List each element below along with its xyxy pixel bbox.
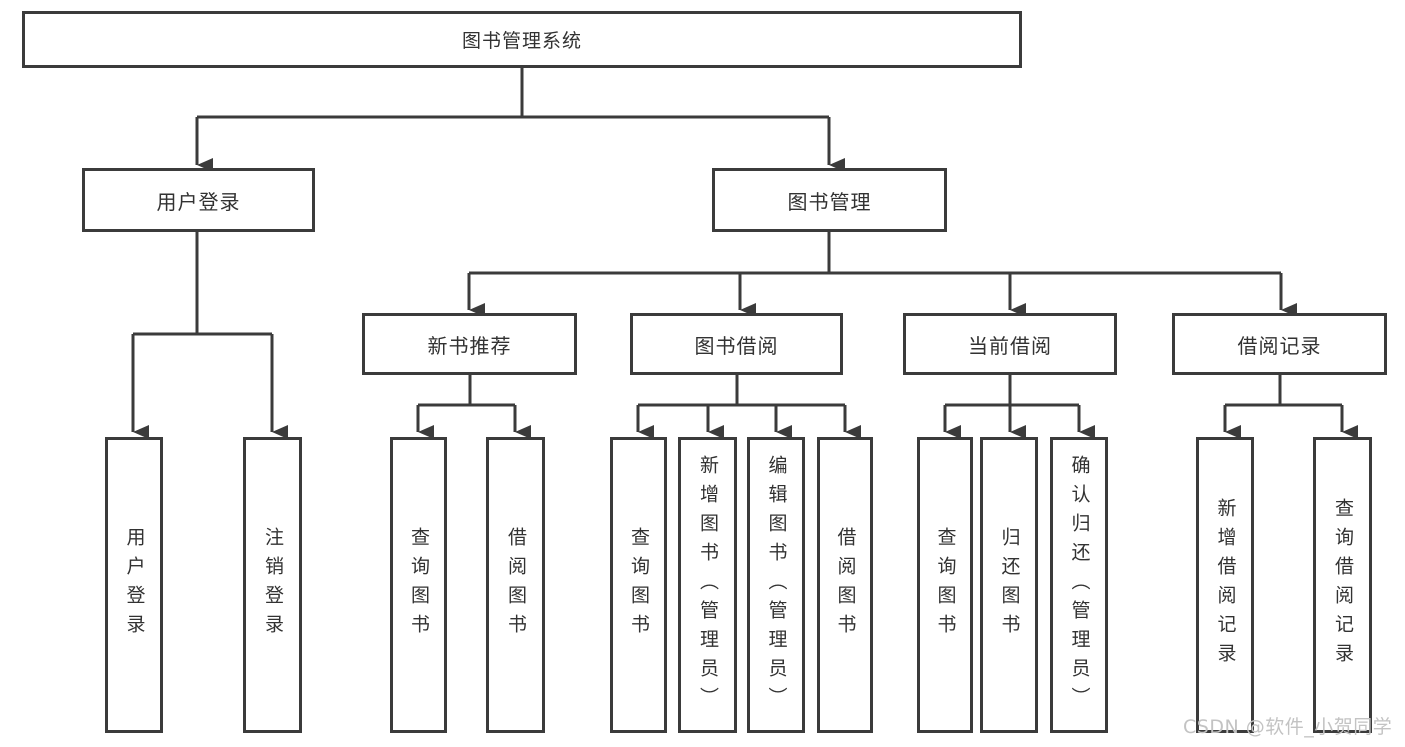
node-leaf-user-login: 用户登录 (105, 437, 163, 733)
node-label: 注销登录 (262, 527, 284, 643)
node-leaf-borrow-books-recommend: 借阅图书 (486, 437, 545, 733)
node-label: 新增借阅记录 (1214, 498, 1237, 672)
node-label: 查询借阅记录 (1332, 498, 1354, 672)
node-book-borrowing: 图书借阅 (630, 313, 843, 375)
node-label: 用户登录 (156, 189, 241, 214)
node-user-login-group: 用户登录 (82, 168, 315, 232)
node-borrowing-records: 借阅记录 (1172, 313, 1387, 375)
node-label: 归还图书 (998, 527, 1021, 643)
node-label: 图书借阅 (694, 333, 779, 358)
node-label: 编辑图书（管理员） (765, 454, 788, 716)
node-leaf-edit-books-admin: 编辑图书（管理员） (747, 437, 805, 733)
node-label: 查询图书 (934, 527, 957, 643)
node-leaf-borrow-books-borrowing: 借阅图书 (817, 437, 873, 733)
node-label: 用户登录 (123, 527, 146, 643)
node-leaf-query-books-current: 查询图书 (917, 437, 973, 733)
node-label: 新增图书（管理员） (697, 454, 719, 716)
node-leaf-return-books: 归还图书 (980, 437, 1038, 733)
node-label: 确认归还（管理员） (1068, 454, 1091, 716)
node-label: 借阅图书 (834, 527, 857, 643)
node-book-management-group: 图书管理 (712, 168, 947, 232)
node-leaf-query-borrow-record: 查询借阅记录 (1313, 437, 1372, 733)
node-label: 查询图书 (408, 527, 430, 643)
node-label: 新书推荐 (427, 333, 512, 358)
csdn-watermark: CSDN @软件_小贺同学 (1183, 716, 1393, 738)
node-current-borrowing: 当前借阅 (903, 313, 1117, 375)
node-leaf-logout: 注销登录 (243, 437, 302, 733)
node-label: 查询图书 (628, 527, 650, 643)
node-leaf-confirm-return-admin: 确认归还（管理员） (1050, 437, 1108, 733)
node-new-book-recommendation: 新书推荐 (362, 313, 577, 375)
node-leaf-query-books-recommend: 查询图书 (390, 437, 447, 733)
node-label: 借阅记录 (1237, 333, 1322, 358)
node-label: 图书管理系统 (461, 30, 582, 52)
node-leaf-query-books-borrowing: 查询图书 (610, 437, 667, 733)
node-leaf-add-borrow-record: 新增借阅记录 (1196, 437, 1254, 733)
node-label: 图书管理 (787, 189, 872, 214)
node-root-library-management-system: 图书管理系统 (22, 11, 1022, 68)
node-label: 借阅图书 (505, 527, 527, 643)
node-leaf-add-books-admin: 新增图书（管理员） (678, 437, 737, 733)
node-label: 当前借阅 (968, 333, 1052, 358)
